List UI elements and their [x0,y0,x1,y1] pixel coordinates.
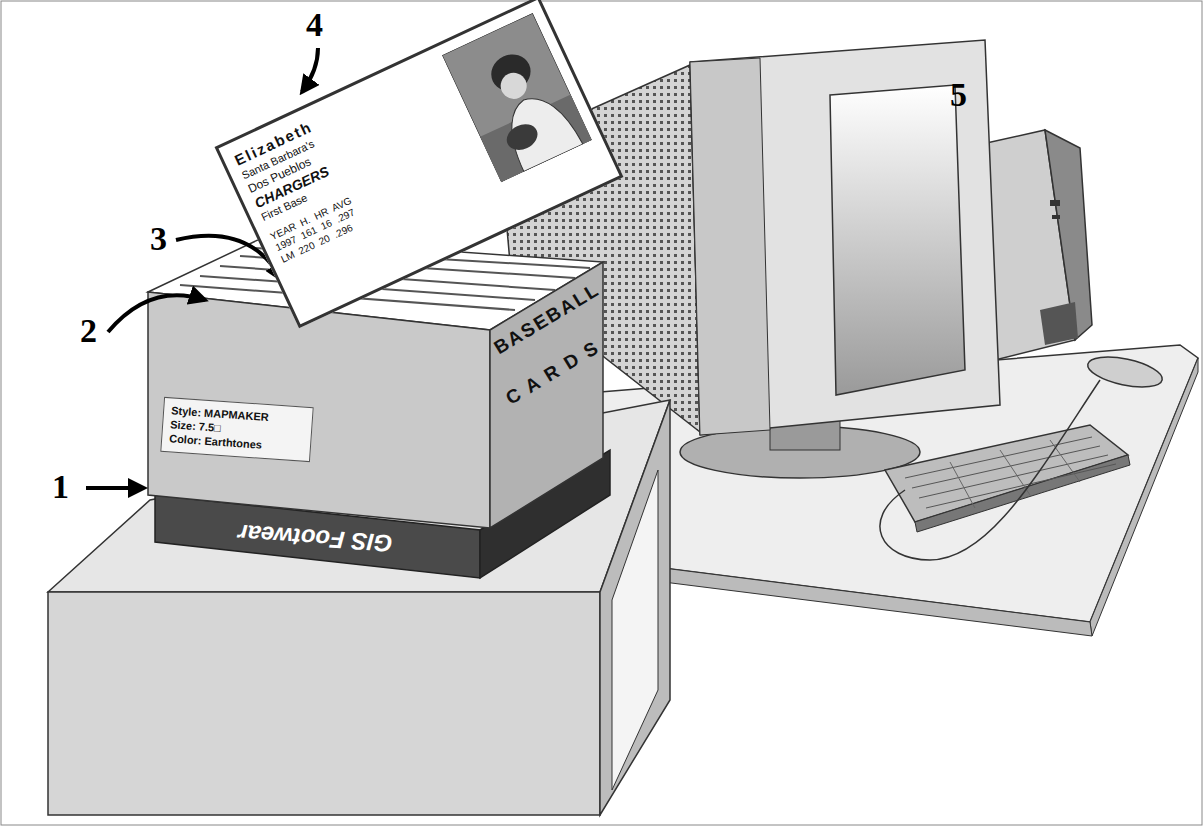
illustration-part [108,295,205,332]
illustration-part [1052,215,1060,219]
illustration-part [690,40,1000,435]
illustration-part [302,48,318,92]
illustration-part [48,592,600,815]
card-photo [442,13,592,182]
callout-number: 4 [306,8,323,42]
illustration-part [905,437,1116,508]
illustration-part [880,380,1100,560]
illustration-part [830,85,965,395]
mouse [880,351,1165,560]
player-glove [503,119,542,154]
photo-ground [442,13,592,182]
illustration-part [950,440,1080,508]
illustration-part [690,58,770,435]
box-label: Style: MAPMAKERSize: 7.5□Color: Earthton… [160,397,313,463]
illustration-part [86,486,144,490]
callout-number: 2 [80,314,97,348]
illustration-part [1050,200,1060,206]
callout-number: 1 [52,470,69,504]
player-face [496,69,531,104]
illustration-part [1085,351,1165,392]
node-text: Santa Barbara's [240,75,451,183]
callout-number: 3 [150,222,167,256]
player-body [496,85,582,171]
illustration-part [612,470,658,790]
callout-number: 5 [950,78,967,112]
node-text: Color: Earthtones [169,432,304,455]
illustration-part [1040,302,1078,345]
node-text: Elizabeth [232,58,445,171]
illustration-part [490,262,603,528]
keyboard [885,425,1130,532]
illustration-part [148,292,490,528]
illustration-part [1090,358,1198,636]
illustration-part [600,560,1092,636]
